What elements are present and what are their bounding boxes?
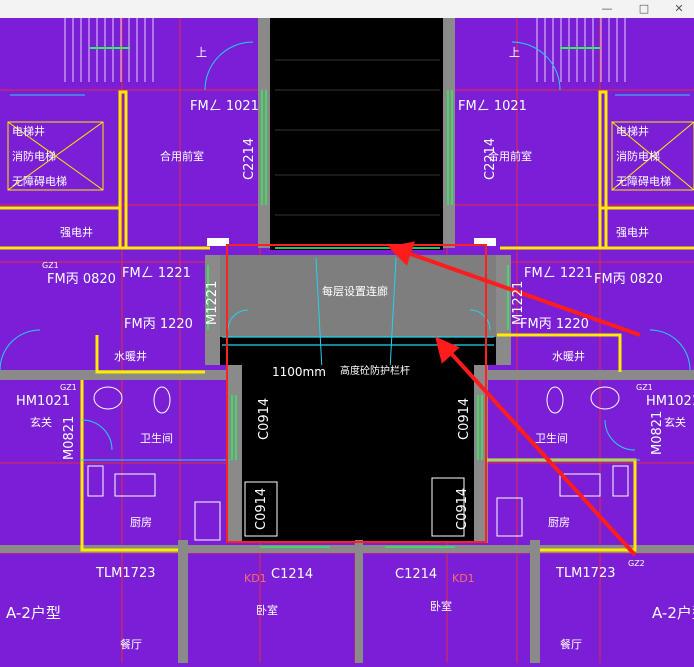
room-fire-elevator-left: 消防电梯 — [12, 149, 56, 163]
room-bathroom-left: 卫生间 — [140, 431, 173, 445]
label-a2-left: A-2户型 — [6, 604, 61, 622]
label-hm1021-left: HM1021 — [16, 394, 70, 409]
label-c0914-lower-left: C0914 — [254, 488, 269, 530]
maximize-button[interactable]: □ — [638, 2, 650, 15]
room-bathroom-right: 卫生间 — [535, 431, 568, 445]
label-gz1-left: GZ1 — [42, 261, 59, 270]
windows — [207, 90, 509, 548]
label-railing: 高度砼防护栏杆 — [340, 364, 410, 377]
label-a2-right: A-2户型 — [652, 604, 694, 622]
room-names: 合用前室 合用前室 电梯井 电梯井 消防电梯 消防电梯 无障碍电梯 无障碍电梯 … — [12, 46, 686, 651]
label-fm-yi-1021-right: FMㄥ 1021 — [458, 99, 527, 114]
label-hm1021-right: HM1021 — [646, 394, 694, 409]
room-entrance-right: 玄关 — [664, 415, 686, 429]
label-gz2: GZ2 — [628, 559, 645, 568]
label-m1221-right: M1221 — [511, 281, 526, 325]
vertical-labels: C2214 C2214 M1221 M1221 C0914 C0914 C091… — [62, 138, 665, 530]
cad-drawing-canvas: FMㄥ 1021 FMㄥ 1021 FMㄥ 1221 FMㄥ 1221 FM丙 … — [0, 18, 694, 663]
room-fire-elevator-right: 消防电梯 — [616, 149, 660, 163]
room-entrance-left: 玄关 — [30, 415, 52, 429]
label-dim-1100: 1100mm — [272, 365, 326, 379]
label-c2214-left: C2214 — [242, 138, 257, 180]
label-fm-bing-1220-left: FM丙 1220 — [124, 317, 193, 332]
room-dining-right: 餐厅 — [560, 637, 582, 651]
window-titlebar: — □ ✕ — [0, 0, 694, 18]
room-water-well-left: 水暖井 — [114, 349, 147, 363]
label-fm-bing-1220-right: FM丙 1220 — [520, 317, 589, 332]
label-tlm1723-left: TLM1723 — [95, 566, 155, 581]
label-kd1-right: KD1 — [452, 572, 475, 585]
label-c1214-right: C1214 — [395, 567, 437, 582]
room-water-well-right: 水暖井 — [552, 349, 585, 363]
door-marker-right — [474, 238, 496, 246]
room-elec-well-right: 强电井 — [616, 225, 649, 239]
label-fm-yi-1221-right: FMㄥ 1221 — [524, 266, 593, 281]
label-m0821-left: M0821 — [62, 416, 77, 460]
label-c2214-right: C2214 — [483, 138, 498, 180]
room-kitchen-right: 厨房 — [548, 516, 570, 529]
label-m1221-left: M1221 — [205, 281, 220, 325]
room-elec-well-left: 强电井 — [60, 225, 93, 239]
room-bedroom-left: 卧室 — [256, 603, 278, 617]
stair-treads — [64, 18, 626, 82]
room-stair-right: 电梯井 — [616, 124, 649, 138]
label-fm-bing-0820-left: FM丙 0820 — [47, 272, 116, 287]
room-barrier-elevator-left: 无障碍电梯 — [12, 174, 67, 188]
label-fm-yi-1221-left: FMㄥ 1221 — [122, 266, 191, 281]
yellow-walls — [0, 90, 694, 552]
light-well-hatch — [275, 59, 440, 216]
door-marker-left — [207, 238, 229, 246]
fixtures — [87, 386, 629, 541]
room-elevator-lobby-right: 合用前室 — [488, 149, 532, 163]
light-well-upper — [270, 18, 443, 250]
label-c0914-upper-left: C0914 — [257, 398, 272, 440]
room-barrier-elevator-right: 无障碍电梯 — [616, 174, 671, 188]
walls — [0, 18, 694, 663]
close-button[interactable]: ✕ — [674, 2, 684, 15]
label-fm-yi-1021-left: FMㄥ 1021 — [190, 99, 259, 114]
label-c0914-lower-right: C0914 — [455, 488, 470, 530]
room-elevator-lobby-left: 合用前室 — [160, 149, 204, 163]
door-swings — [0, 41, 691, 451]
elevator-shafts — [7, 121, 694, 191]
label-fm-bing-0820-right: FM丙 0820 — [594, 272, 663, 287]
room-bedroom-right: 卧室 — [430, 599, 452, 613]
kd-labels: KD1 KD1 — [244, 572, 475, 585]
label-up-left: 上 — [196, 46, 207, 59]
room-kitchen-left: 厨房 — [130, 516, 152, 529]
floor-plan: FMㄥ 1021 FMㄥ 1021 FMㄥ 1221 FMㄥ 1221 FM丙 … — [0, 18, 694, 663]
light-well-lower — [240, 365, 476, 543]
label-c1214-left: C1214 — [271, 567, 313, 582]
label-corridor: 每层设置连廊 — [322, 284, 388, 298]
label-c0914-upper-right: C0914 — [457, 398, 472, 440]
label-gz1-mid: GZ1 — [60, 383, 77, 392]
small-tags: GZ1 GZ1 GZ1 GZ2 — [42, 261, 653, 568]
partitions — [10, 94, 690, 461]
label-m0821-right: M0821 — [650, 411, 665, 455]
label-up-right: 上 — [509, 46, 520, 59]
labels: FMㄥ 1021 FMㄥ 1021 FMㄥ 1221 FMㄥ 1221 FM丙 … — [6, 99, 694, 622]
room-stair-left: 电梯井 — [12, 124, 45, 138]
room-dining-left: 餐厅 — [120, 637, 142, 651]
label-kd1-left: KD1 — [244, 572, 267, 585]
label-gz1-right: GZ1 — [636, 383, 653, 392]
minimize-button[interactable]: — — [601, 2, 613, 15]
annotation-arrows — [387, 241, 641, 557]
label-tlm1723-right: TLM1723 — [555, 566, 615, 581]
